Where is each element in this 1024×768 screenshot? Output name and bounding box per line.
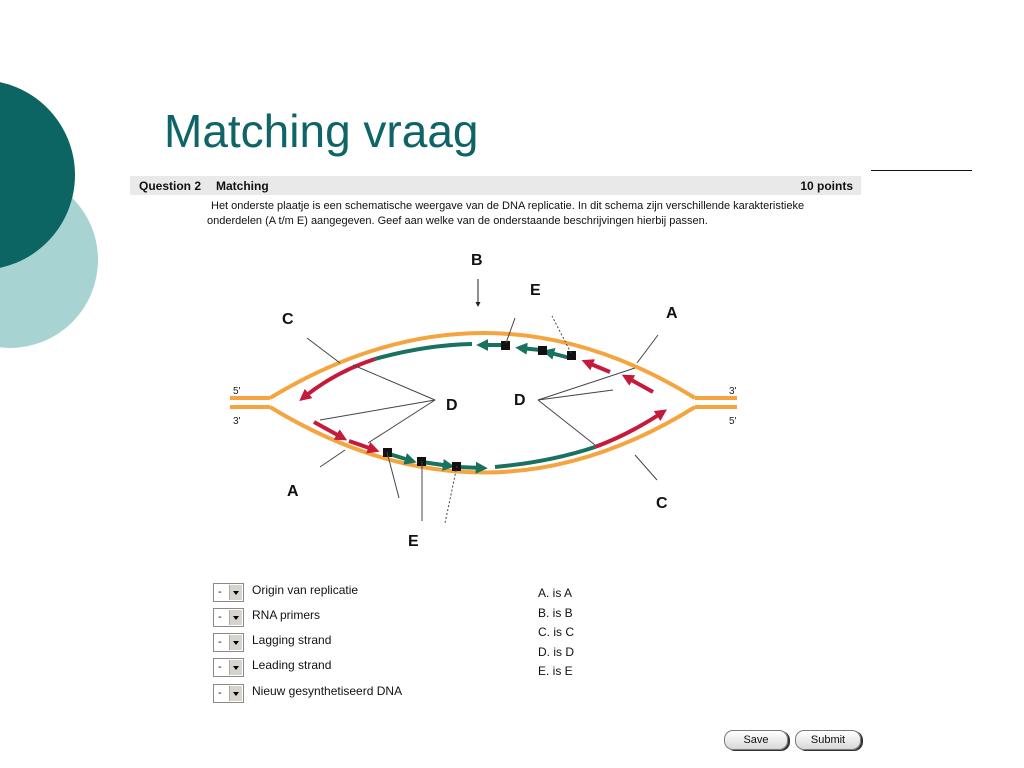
lower-new-strand	[313, 409, 667, 474]
save-button[interactable]: Save	[724, 730, 788, 750]
joint-squares	[383, 341, 576, 471]
answer-select[interactable]: -	[213, 608, 244, 627]
matching-row: - Origin van replicatie	[213, 582, 473, 604]
dropdown-arrow-icon[interactable]	[229, 610, 242, 625]
option-a: A. is A	[538, 586, 573, 600]
question-header: Question 2 Matching 10 points	[130, 176, 861, 195]
label-c-left: C	[282, 311, 294, 328]
dark-teal-circle	[0, 82, 75, 268]
select-value: -	[218, 586, 222, 598]
parent-strands	[230, 331, 737, 475]
end-right-top: 3'	[729, 386, 737, 397]
decorative-rule	[871, 170, 972, 171]
answer-select[interactable]: -	[213, 658, 244, 677]
answer-select[interactable]: -	[213, 633, 244, 652]
select-value: -	[218, 636, 222, 648]
submit-button[interactable]: Submit	[795, 730, 861, 750]
slide-title: Matching vraag	[164, 105, 479, 157]
matching-row: - Lagging strand	[213, 632, 473, 654]
dropdown-arrow-icon[interactable]	[229, 660, 242, 675]
dropdown-arrow-icon[interactable]	[229, 635, 242, 650]
select-value: -	[218, 611, 222, 623]
item-label: Nieuw gesynthetiseerd DNA	[252, 684, 403, 698]
label-b: B	[471, 252, 483, 269]
label-c-right: C	[656, 495, 668, 512]
end-left-top: 5'	[233, 386, 241, 397]
pointer-lines	[306, 279, 659, 524]
matching-row: - Leading strand	[213, 657, 473, 679]
option-d: D. is D	[538, 644, 574, 659]
question-points: 10 points	[800, 179, 853, 193]
label-d-left: D	[446, 397, 458, 414]
label-d-right: D	[514, 392, 526, 409]
item-label: Origin van replicatie	[252, 583, 359, 597]
option-b: B. is B	[538, 605, 573, 620]
end-right-bottom: 5'	[729, 416, 737, 427]
answer-select[interactable]: -	[213, 583, 244, 602]
item-label: Lagging strand	[252, 633, 332, 647]
label-e-bottom: E	[408, 533, 419, 548]
item-label: Leading strand	[252, 658, 332, 672]
matching-row: - RNA primers	[213, 607, 473, 629]
answer-options: A. is A B. is B C. is C D. is D E. is E	[538, 584, 574, 682]
label-e-top: E	[530, 282, 541, 299]
option-c: C. is C	[538, 625, 574, 639]
question-type: Matching	[216, 179, 269, 193]
question-number: Question 2	[139, 179, 202, 193]
dropdown-arrow-icon[interactable]	[229, 585, 242, 600]
dropdown-arrow-icon[interactable]	[229, 686, 242, 701]
question-text: Het onderste plaatje is een schematische…	[207, 200, 805, 227]
answer-select[interactable]: -	[213, 684, 244, 703]
dna-replication-diagram: B E A C D D A C E 5' 3' 3' 5'	[230, 252, 737, 548]
end-left-bottom: 3'	[233, 416, 241, 427]
label-a-right: A	[666, 305, 678, 322]
upper-new-strand	[299, 339, 654, 402]
select-value: -	[218, 687, 222, 699]
item-label: RNA primers	[252, 608, 321, 622]
option-e: E. is E	[538, 664, 573, 678]
select-value: -	[218, 661, 222, 673]
matching-row: - Nieuw gesynthetiseerd DNA	[213, 683, 473, 705]
label-a-left: A	[287, 483, 299, 500]
